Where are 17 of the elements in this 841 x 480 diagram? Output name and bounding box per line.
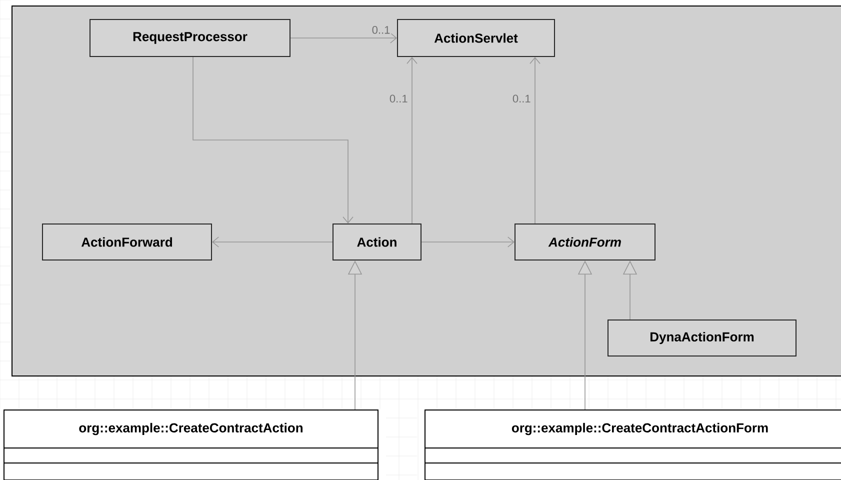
association-arrow <box>421 236 514 248</box>
class-box: ActionForward <box>42 224 212 260</box>
multiplicity-label: 0..1 <box>372 26 390 34</box>
association-arrow <box>212 236 333 248</box>
class-box: Action <box>332 224 422 260</box>
class-box: org::example::CreateContractActionForm <box>424 410 841 480</box>
class-box: DynaActionForm <box>608 320 796 356</box>
multiplicity-label: 0..1 <box>512 94 530 103</box>
association-arrow <box>192 56 354 224</box>
class-box: ActionServlet <box>397 19 555 57</box>
class-box: org::example::CreateContractAction <box>4 410 378 480</box>
association-arrow <box>406 57 418 224</box>
class-box: ActionForm <box>514 224 656 260</box>
class-box: RequestProcessor <box>90 19 290 57</box>
association-arrow <box>530 57 540 224</box>
association-arrow <box>290 32 397 44</box>
multiplicity-label: 0..1 <box>390 94 408 103</box>
